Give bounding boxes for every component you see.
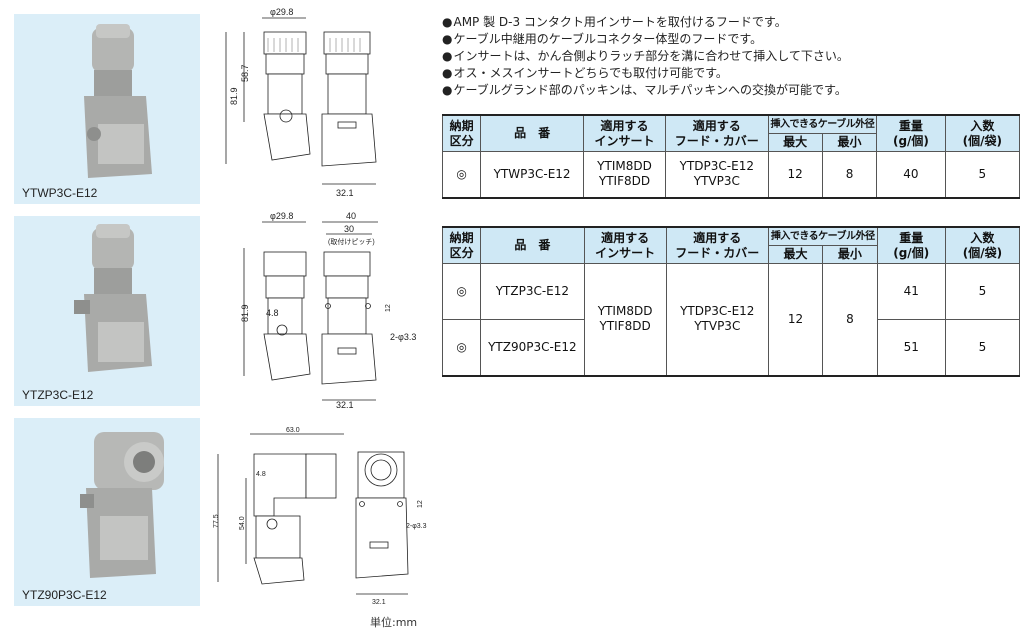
dim-hole: 2-φ3.3: [406, 523, 427, 530]
table-row: ◎ YTZ90P3C-E12 51 5: [441, 319, 1021, 376]
spec-table-ytzp3c: 納期 区分 品 番 適用する インサート 適用する フード・カバー 挿入できるケ…: [441, 226, 1021, 377]
dim-width-30: 30: [344, 224, 354, 234]
cell-max: 12: [767, 263, 824, 376]
header-hood: 適用する フード・カバー: [665, 114, 769, 152]
dim-phi: φ29.8: [270, 7, 293, 17]
unit-label: 単位:mm: [370, 616, 418, 629]
note-item: オス・メスインサートどちらでも取付け可能です。: [442, 65, 849, 82]
header-cable-diameter: 挿入できるケーブル外径: [767, 226, 878, 246]
cell-delivery: ◎: [441, 151, 482, 198]
header-insert: 適用する インサート: [583, 226, 667, 264]
dim-height-54: 54.0: [239, 516, 246, 530]
dim-height-12: 12: [385, 304, 392, 312]
cell-quantity: 5: [944, 263, 1021, 320]
product-label: YTZ90P3C-E12: [22, 588, 107, 602]
cell-part: YTZ90P3C-E12: [480, 319, 585, 376]
cell-weight: 40: [876, 151, 946, 198]
header-quantity: 入数 (個/袋): [944, 114, 1021, 152]
cell-quantity: 5: [944, 319, 1021, 376]
dimension-drawing-ytwp3c: φ29.8 81.9 58.7 32.1: [225, 7, 377, 198]
dim-hole: 2-φ3.3: [390, 332, 416, 342]
dim-side-width: 32.1: [336, 188, 354, 198]
header-min: 最小: [821, 133, 878, 152]
dim-side-width: 32.1: [372, 599, 386, 606]
dim-offset-48: 4.8: [256, 471, 266, 478]
dimension-drawing-ytz90p3c: 63.0 4.8 54.0 77.5 12 2-φ3.3 32.1: [213, 427, 427, 606]
cell-insert: YTIM8DD YTIF8DD: [582, 151, 667, 198]
hood-photo-illustration: [74, 224, 152, 372]
dimension-drawing-ytzp3c: φ29.8 40 30 (取付けピッチ) 81.9 4.8 12 2-φ3.3 …: [240, 211, 416, 410]
note-item: ケーブルグランド部のパッキンは、マルチパッキンへの交換が可能です。: [442, 82, 849, 99]
cell-max: 12: [767, 151, 823, 198]
cell-hood: YTDP3C-E12 YTVP3C: [665, 263, 769, 376]
header-delivery: 納期 区分: [441, 226, 482, 264]
dim-side-width: 32.1: [336, 400, 354, 410]
header-weight: 重量 (g/個): [876, 114, 946, 152]
header-max: 最大: [767, 133, 823, 152]
dim-phi: φ29.8: [270, 211, 293, 221]
note-item: ケーブル中継用のケーブルコネクター体型のフードです。: [442, 31, 849, 48]
cell-delivery: ◎: [441, 263, 482, 320]
header-cable-diameter: 挿入できるケーブル外径: [767, 114, 878, 134]
table-row: ◎ YTWP3C-E12 YTIM8DD YTIF8DD YTDP3C-E12 …: [441, 151, 1021, 198]
header-max: 最大: [767, 245, 824, 264]
cell-insert: YTIM8DD YTIF8DD: [583, 263, 667, 376]
header-insert: 適用する インサート: [582, 114, 667, 152]
header-hood: 適用する フード・カバー: [665, 226, 769, 264]
feature-notes: AMP 製 D-3 コンタクト用インサートを取付けるフードです。 ケーブル中継用…: [442, 14, 849, 99]
cell-weight: 51: [876, 319, 946, 376]
cell-quantity: 5: [944, 151, 1021, 198]
hood-photo-illustration: [84, 24, 152, 178]
dim-width-63: 63.0: [286, 427, 300, 434]
dim-height-12: 12: [417, 500, 424, 508]
header-part-number: 品 番: [480, 226, 585, 264]
cell-weight: 41: [876, 263, 946, 320]
cell-min: 8: [822, 263, 878, 376]
note-item: AMP 製 D-3 コンタクト用インサートを取付けるフードです。: [442, 14, 849, 31]
cell-hood: YTDP3C-E12 YTVP3C: [665, 151, 769, 198]
dim-total-height: 81.9: [229, 87, 239, 105]
product-photo-ytz90p3c: YTZ90P3C-E12: [14, 418, 200, 606]
product-photo-ytwp3c: YTWP3C-E12: [14, 14, 200, 204]
header-delivery: 納期 区分: [441, 114, 482, 152]
dim-height-775: 77.5: [213, 514, 220, 528]
product-label: YTWP3C-E12: [22, 186, 98, 200]
spec-table-ytwp3c: 納期 区分 品 番 適用する インサート 適用する フード・カバー 挿入できるケ…: [441, 114, 1021, 199]
product-label: YTZP3C-E12: [22, 388, 94, 402]
product-photo-ytzp3c: YTZP3C-E12: [14, 216, 200, 406]
dim-offset-48: 4.8: [266, 308, 279, 318]
header-weight: 重量 (g/個): [876, 226, 946, 264]
dim-width-40: 40: [346, 211, 356, 221]
cell-part: YTZP3C-E12: [480, 263, 585, 320]
hood-photo-illustration: [80, 432, 164, 578]
dim-total-height: 81.9: [240, 304, 250, 322]
header-part-number: 品 番: [480, 114, 584, 152]
note-item: インサートは、かん合側よりラッチ部分を溝に合わせて挿入して下さい。: [442, 48, 848, 65]
header-quantity: 入数 (個/袋): [944, 226, 1021, 264]
header-min: 最小: [822, 245, 878, 264]
cell-part: YTWP3C-E12: [480, 151, 584, 198]
table-row: ◎ YTZP3C-E12 YTIM8DD YTIF8DD YTDP3C-E12 …: [441, 263, 1021, 376]
cell-delivery: ◎: [441, 319, 482, 376]
dim-mounting-pitch: (取付けピッチ): [328, 237, 375, 246]
dim-upper-height: 58.7: [240, 64, 250, 82]
cell-min: 8: [821, 151, 878, 198]
